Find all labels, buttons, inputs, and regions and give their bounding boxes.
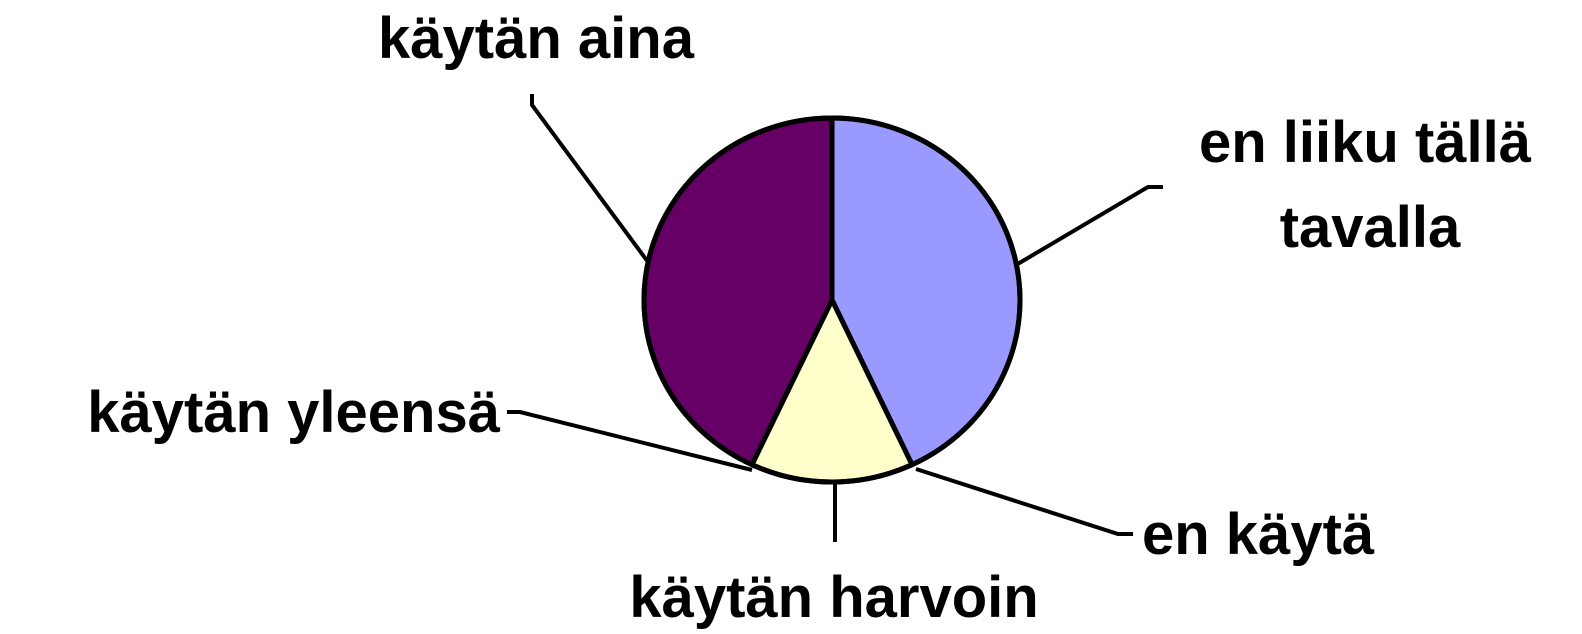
slice-label-5: käytän aina: [378, 6, 695, 71]
slice-label-4: käytän yleensä: [87, 380, 500, 445]
leader-line-2: [915, 467, 1133, 536]
labels-layer: en liiku tällä tavalla en käytä käytän harv…: [87, 6, 1531, 630]
leader-lines-layer: [507, 94, 1163, 542]
slice-label-1-line-2: tavalla: [1280, 195, 1461, 260]
pie-outline: [641, 115, 1023, 485]
slice-label-2: en käytä: [1142, 502, 1375, 567]
slice-label-3: käytän harvoin: [629, 565, 1038, 630]
slice-label-1-line-1: en liiku tällä: [1199, 110, 1532, 175]
leader-line-4: [507, 410, 753, 472]
leader-line-5: [530, 94, 650, 264]
slices-layer: [641, 115, 1023, 485]
leader-line-1: [1014, 185, 1163, 267]
